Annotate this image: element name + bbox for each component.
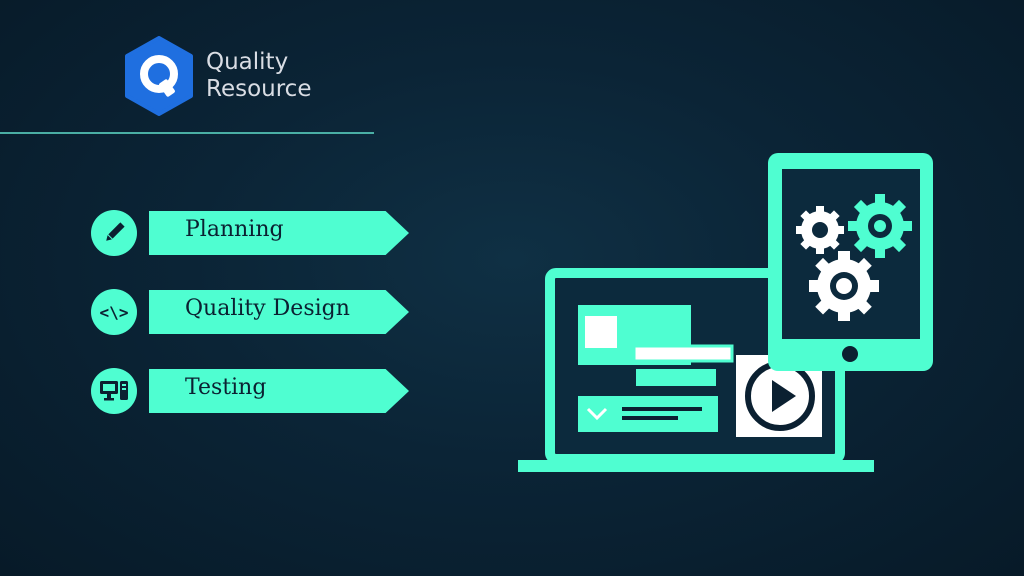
step-label-quality-design: Quality Design (185, 296, 350, 321)
brand-name-line1: Quality (206, 49, 289, 75)
code-glyph: <\> (99, 302, 129, 322)
gears-icon (796, 194, 912, 321)
pencil-icon (91, 210, 137, 256)
step-planning: Planning (91, 210, 411, 256)
code-icon: <\> (91, 289, 137, 335)
brand-name-line2: Resource (206, 76, 312, 102)
step-banner (149, 211, 409, 255)
header-divider (0, 132, 374, 134)
computer-icon (91, 368, 137, 414)
step-testing: Testing (91, 368, 411, 414)
brand-name: Quality Resource (206, 49, 311, 103)
laptop-icon (518, 268, 874, 472)
tablet-icon (768, 153, 933, 371)
brand-logo: Quality Resource (124, 36, 311, 116)
step-label-planning: Planning (185, 217, 284, 242)
step-quality-design: <\> Quality Design (91, 289, 411, 335)
devices-illustration (518, 153, 933, 472)
step-banner (149, 369, 409, 413)
step-banner (149, 290, 409, 334)
q-hexagon-logo-icon (125, 36, 193, 116)
step-label-testing: Testing (185, 375, 267, 400)
